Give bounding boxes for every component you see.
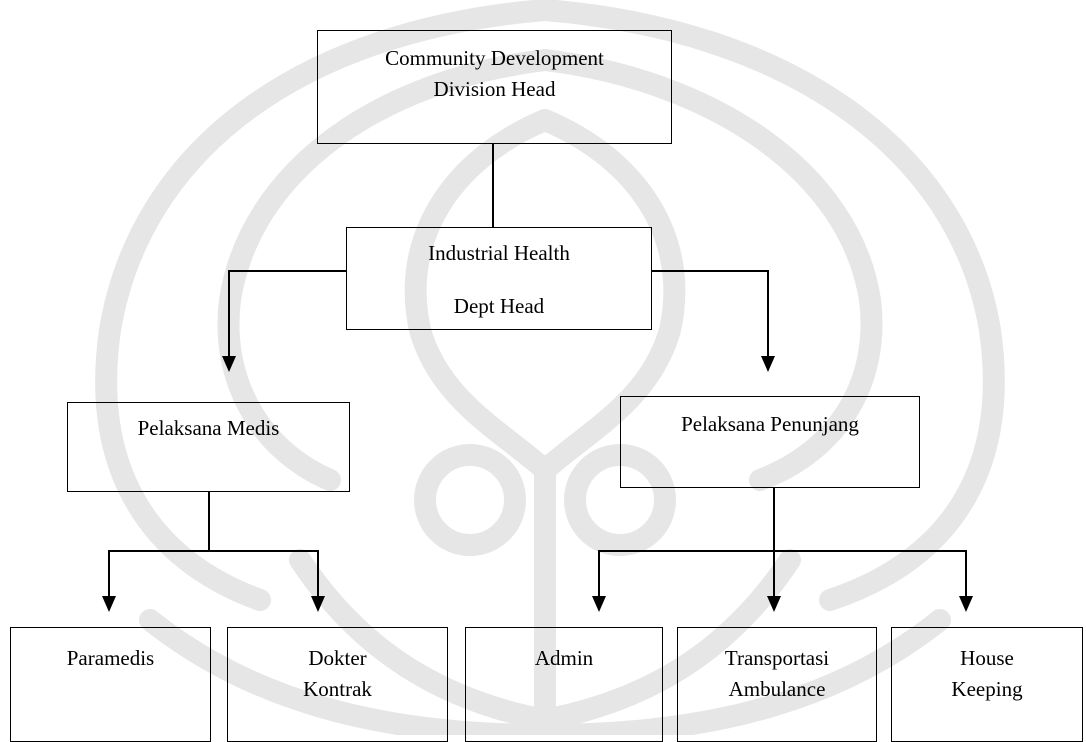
arrow-to-dokter [311,596,325,612]
connector-dept-right-horizontal [652,270,768,272]
connector-division-to-dept [492,143,494,228]
house-keeping-line1: House [960,646,1014,670]
pelaksana-penunjang-box: Pelaksana Penunjang [620,396,920,488]
pelaksana-medis-box: Pelaksana Medis [67,402,350,492]
connector-to-dokter [317,550,319,597]
dokter-kontrak-line2: Kontrak [303,677,372,701]
connector-to-paramedis [108,550,110,597]
dokter-kontrak-box: Dokter Kontrak [227,627,448,742]
arrow-to-housekeeping [959,596,973,612]
transportasi-line1: Transportasi [724,646,830,670]
arrow-to-admin [592,596,606,612]
connector-dept-left-horizontal [228,270,346,272]
connector-dept-left-vertical [228,270,230,358]
division-head-line1: Community Development [385,46,604,70]
connector-penunjang-down [773,488,775,597]
admin-label: Admin [534,646,594,670]
paramedis-box: Paramedis [10,627,211,742]
arrow-to-paramedis [102,596,116,612]
connector-to-housekeeping [965,550,967,597]
house-keeping-box: House Keeping [891,627,1083,742]
connector-medis-down [208,491,210,551]
admin-box: Admin [465,627,663,742]
house-keeping-line2: Keeping [951,677,1023,701]
dept-head-line1: Industrial Health [428,241,570,265]
arrow-to-penunjang [761,356,775,372]
arrow-to-transportasi [767,596,781,612]
transportasi-ambulance-box: Transportasi Ambulance [677,627,877,742]
arrow-to-medis [222,356,236,372]
paramedis-label: Paramedis [66,646,155,670]
connector-to-admin [598,550,600,597]
division-head-box: Community Development Division Head [317,30,672,144]
dept-head-box: Industrial Health Dept Head [346,227,652,330]
dokter-kontrak-line1: Dokter [308,646,367,670]
connector-medis-branch [108,550,318,552]
dept-head-line2: Dept Head [453,294,545,318]
pelaksana-medis-label: Pelaksana Medis [137,416,280,440]
connector-dept-right-vertical [767,270,769,358]
transportasi-line2: Ambulance [728,677,826,701]
connector-penunjang-branch [598,550,966,552]
pelaksana-penunjang-label: Pelaksana Penunjang [681,412,859,436]
division-head-line2: Division Head [433,77,556,101]
